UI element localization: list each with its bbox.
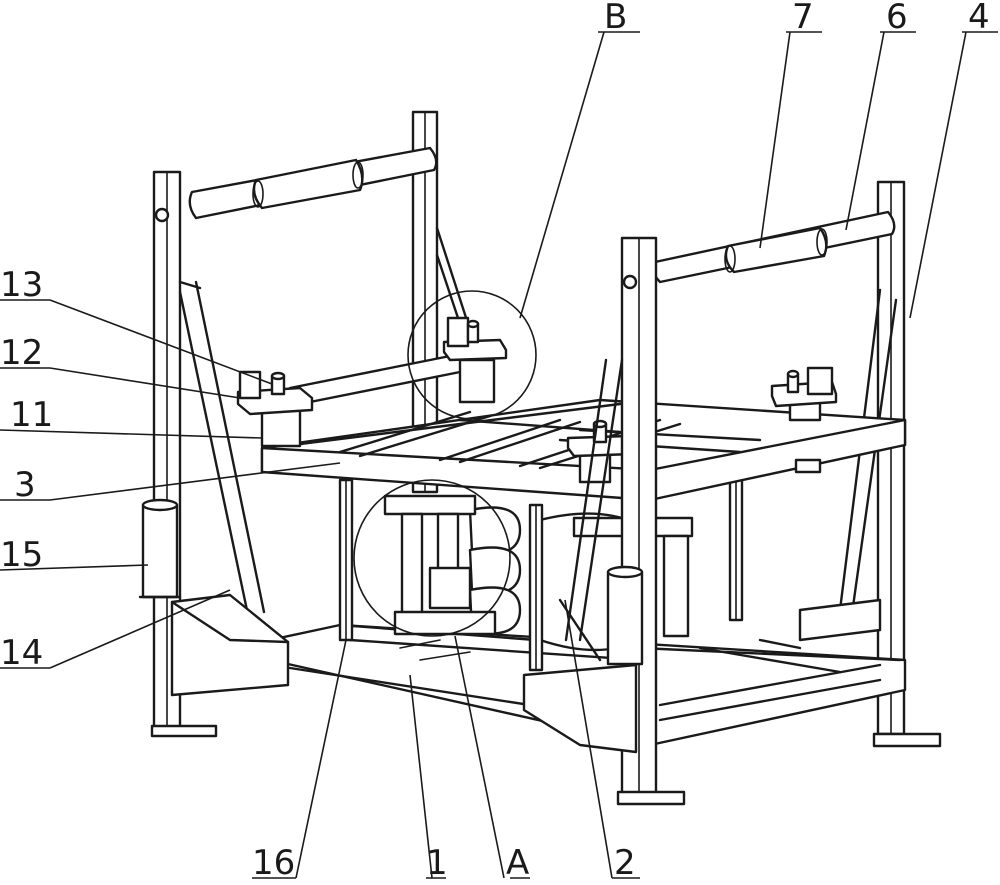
guide-rails <box>338 478 744 672</box>
label-15: 15 <box>0 535 43 575</box>
label-1: 1 <box>426 843 448 883</box>
detail-circle-b <box>407 290 537 420</box>
inner-die <box>383 494 497 636</box>
back-clamp <box>442 316 508 404</box>
left-foot-plate <box>170 593 290 697</box>
label-b: B <box>604 0 627 37</box>
left-clamp <box>236 370 314 448</box>
label-16: 16 <box>252 843 295 883</box>
label-2: 2 <box>614 843 636 883</box>
right-cylinder <box>606 565 644 666</box>
roller-left <box>188 146 438 220</box>
right-foot-plate <box>522 663 638 754</box>
leader-lines <box>0 31 998 879</box>
left-cylinder <box>138 498 182 599</box>
detail-circle-a <box>353 479 511 637</box>
label-13: 13 <box>0 265 43 305</box>
label-11: 11 <box>10 395 53 435</box>
roller-right <box>652 210 896 284</box>
label-12: 12 <box>0 333 43 373</box>
label-3: 3 <box>14 465 36 505</box>
right-clamp <box>770 366 838 474</box>
label-4: 4 <box>968 0 990 37</box>
label-a: A <box>506 843 529 883</box>
label-6: 6 <box>886 0 908 37</box>
label-7: 7 <box>792 0 814 37</box>
back-right-post <box>872 180 942 748</box>
label-14: 14 <box>0 633 43 673</box>
